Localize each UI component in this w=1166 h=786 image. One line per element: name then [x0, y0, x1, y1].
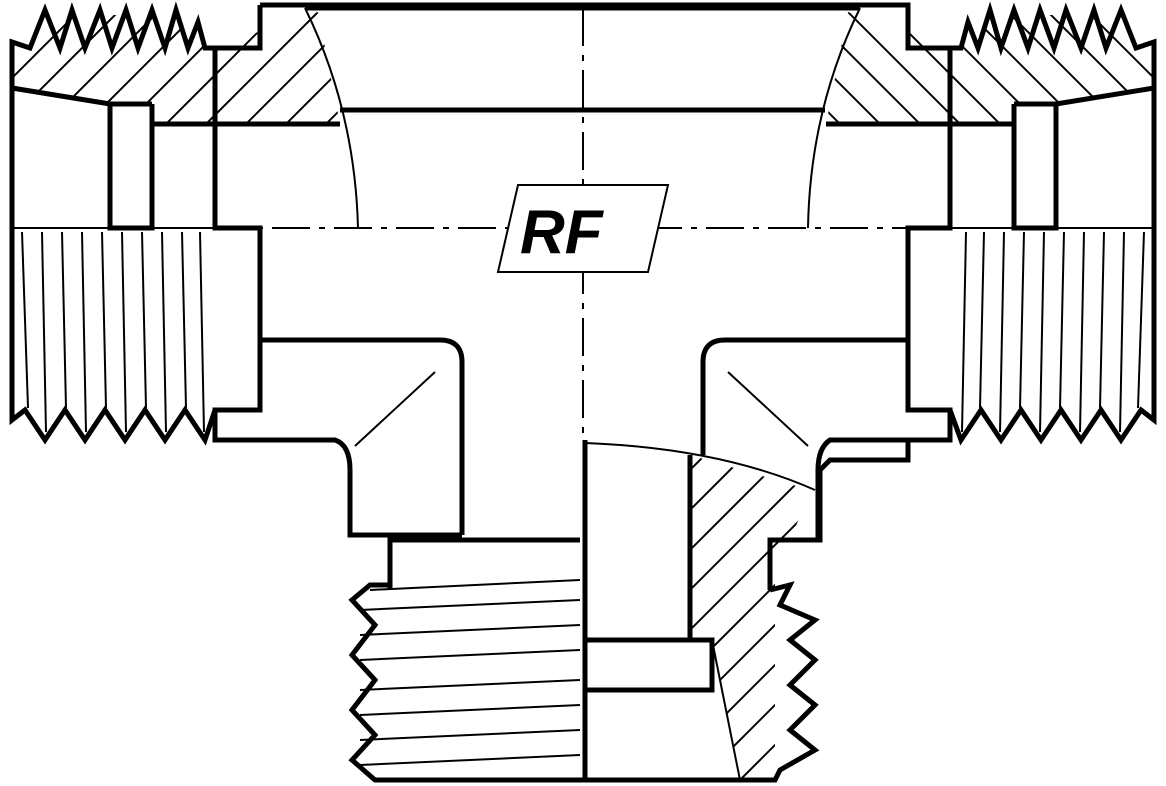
left-thread-lines: [21, 231, 205, 433]
tee-body: [212, 2, 953, 590]
right-thread-lines: [961, 231, 1145, 433]
rf-logo: RF: [496, 184, 670, 273]
left-port: [9, 1, 340, 446]
right-port: [826, 1, 1157, 446]
through-bore: [304, 5, 861, 229]
rf-logo-text: RF: [520, 198, 605, 267]
bottom-port: [348, 440, 820, 783]
